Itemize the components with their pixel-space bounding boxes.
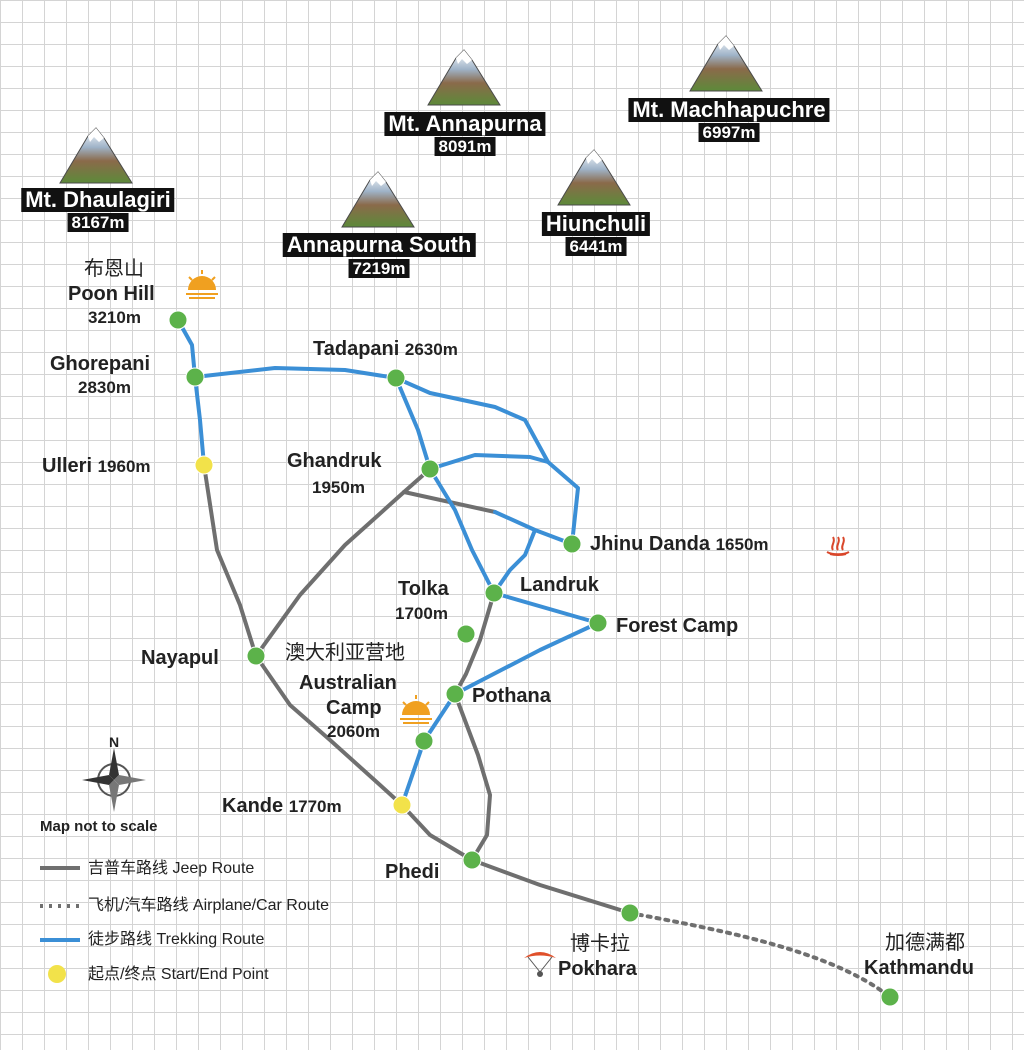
pokhara-label: Pokhara [558,958,637,980]
compass-icon [82,748,146,812]
pothana-label: Pothana [472,685,551,707]
jhinu-danda-label: Jhinu Danda 1650m [590,533,769,555]
kathmandu-label: Kathmandu [864,957,974,979]
trek-tadapani-ghandruk [394,376,432,471]
australian-camp-label-line1: Australian [299,672,397,694]
node-tadapani [386,368,406,388]
australian-camp-elevation: 2060m [327,722,380,741]
sunrise-icon [186,270,218,299]
trek-ghandruk-landruk [428,467,496,595]
node-ghandruk [420,459,440,479]
trek-jhinu-landruk [492,510,574,595]
ghandruk-label: Ghandruk [287,450,382,472]
legend-start-end-swatch [48,965,66,983]
mountain-icon [557,149,631,206]
mountain-icon [59,127,133,184]
legend-jeep-route: 吉普车路线 Jeep Route [88,860,255,877]
node-pokhara [620,903,640,923]
node-australian-camp [414,731,434,751]
tolka-elevation: 1700m [395,604,448,623]
australian-camp-label-line2: Camp [326,697,382,719]
jeep-route-landruk-pothana-phedi [453,591,496,862]
trek-ghorepani-tadapani [193,366,398,380]
trek-ghorepani-ulleri [193,375,206,467]
forest-camp-label: Forest Camp [616,615,739,637]
mountain-icon [341,171,415,228]
peak-name-annapurna-south: Annapurna South [282,233,476,257]
compass-north-label: N [109,734,120,750]
australian-camp-cn-label: 澳大利亚营地 [285,642,405,664]
poon-hill-elevation: 3210m [88,308,141,327]
ghandruk-elevation: 1950m [312,478,365,497]
ghorepani-elevation: 2830m [78,378,131,397]
jeep-route-ulleri-nayapul [202,463,258,658]
trek-landruk-forestcamp [492,591,600,625]
tadapani-label: Tadapani 2630m [313,338,458,360]
node-poon-hill [168,310,188,330]
trekking-routes [176,318,600,807]
route-nodes [168,310,900,1007]
peak-elevation-dhaulagiri: 8167m [67,213,129,232]
node-kathmandu [880,987,900,1007]
node-ghorepani [185,367,205,387]
ulleri-label: Ulleri 1960m [42,455,151,477]
peak-name-hiunchuli: Hiunchuli [541,212,651,236]
peak-elevation-annapurna: 8091m [434,137,496,156]
node-jhinu-danda [562,534,582,554]
legend-symbols [40,866,80,983]
landruk-label: Landruk [520,574,599,596]
peak-elevation-machhapuchre: 6997m [698,123,760,142]
node-pothana [445,684,465,704]
trek-poonhill-ghorepani [176,318,197,379]
poon-hill-cn-label: 布恩山 [84,258,144,280]
phedi-label: Phedi [385,861,440,883]
poon-hill-label: Poon Hill [68,283,155,305]
sunrise-icon [400,695,432,724]
legend-start-end-point: 起点/终点 Start/End Point [88,966,269,983]
jeep-route-nayapul-phedi [254,654,474,862]
trek-ghandruk-jhinu [428,453,550,471]
legend-airplane-route: 飞机/汽车路线 Airplane/Car Route [88,897,329,914]
jeep-route-nayapul-ghandruk [254,467,432,658]
mountain-icon [689,35,763,92]
ghorepani-label: Ghorepani [50,353,151,375]
node-nayapul [246,646,266,666]
jeep-routes [202,463,632,915]
kathmandu-cn-label: 加德满都 [885,932,965,954]
node-ulleri [194,455,214,475]
pokhara-cn-label: 博卡拉 [570,933,630,955]
trek-tadapani-jhinu [394,376,580,546]
node-tolka [456,624,476,644]
airplane-route-pokhara-kathmandu [628,911,892,999]
peak-name-machhapuchre: Mt. Machhapuchre [628,98,830,122]
nayapul-label: Nayapul [141,647,219,669]
trek-forestcamp-pothana [453,621,600,696]
node-phedi [462,850,482,870]
node-kande [392,795,412,815]
paraglider-icon [524,952,556,977]
legend-trekking-route: 徒步路线 Trekking Route [88,931,265,948]
jeep-route-phedi-pokhara [470,858,632,915]
peak-elevation-hiunchuli: 6441m [565,237,627,256]
peak-elevation-annapurna-south: 7219m [348,259,410,278]
mountain-icon [427,49,501,106]
kande-label: Kande 1770m [222,795,342,817]
peak-name-dhaulagiri: Mt. Dhaulagiri [21,188,175,212]
node-landruk [484,583,504,603]
peak-name-annapurna: Mt. Annapurna [384,112,546,136]
hot-spring-icon [826,536,850,556]
tolka-label: Tolka [398,578,449,600]
map-not-to-scale-note: Map not to scale [40,818,158,835]
mountain-icons [59,35,763,228]
node-forest-camp [588,613,608,633]
